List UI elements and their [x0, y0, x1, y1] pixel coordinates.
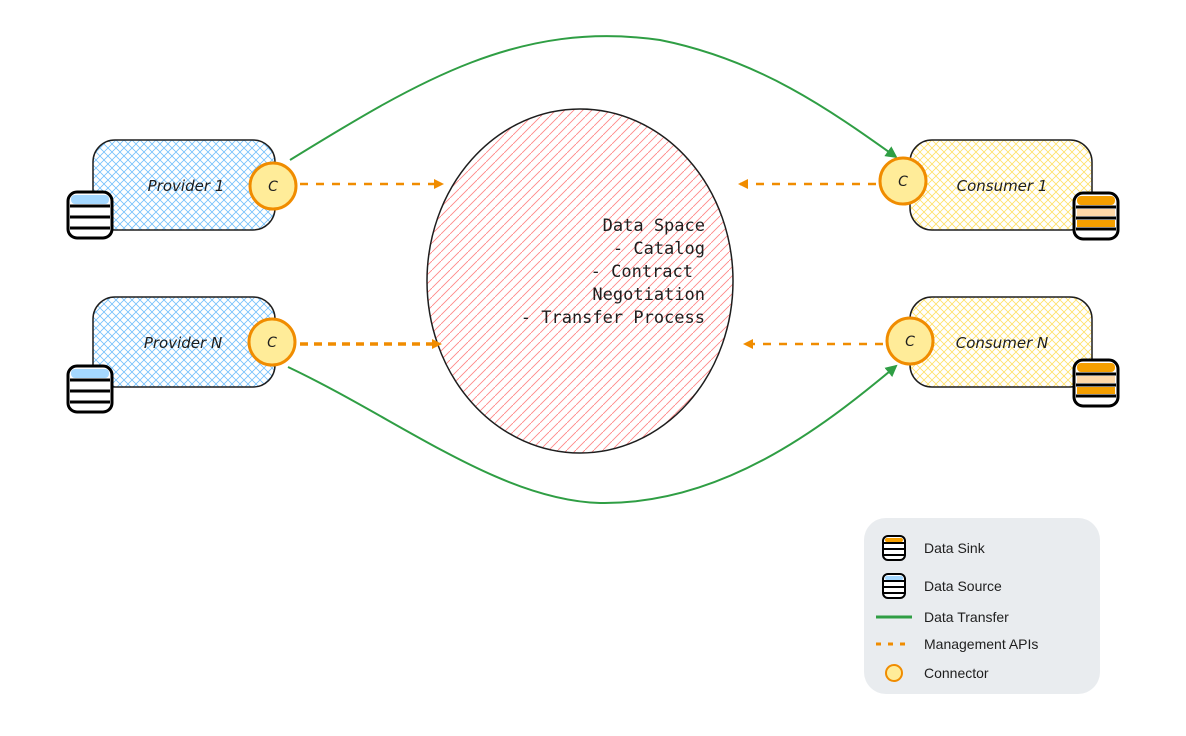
svg-text:C: C	[905, 334, 915, 350]
data-space: Data Space - Catalog - Contract Negotiat…	[426, 108, 734, 454]
data-space-line-5: - Transfer Process	[521, 308, 705, 328]
connector-icon	[885, 664, 903, 682]
provider-1-box: Provider 1	[92, 139, 276, 231]
data-space-line-1: Data Space	[603, 216, 705, 236]
consumer-1-box: Consumer 1	[909, 139, 1093, 231]
provider-1-label: Provider 1	[148, 177, 225, 195]
connector-consumer-1: C	[878, 156, 928, 206]
legend-label-data-sink: Data Sink	[924, 540, 985, 556]
legend-label-management-apis: Management APIs	[924, 636, 1039, 652]
data-sink-icon-consumer-1	[1072, 191, 1120, 241]
consumer-n-box: Consumer N	[909, 296, 1093, 388]
connector-provider-1: C	[248, 161, 298, 211]
svg-text:C: C	[268, 179, 278, 195]
svg-text:C: C	[898, 174, 908, 190]
management-apis-line-icon	[876, 642, 912, 646]
data-source-icon	[882, 573, 906, 599]
legend-label-data-source: Data Source	[924, 578, 1002, 594]
connector-consumer-n: C	[885, 316, 935, 366]
data-space-line-3: - Contract	[591, 262, 693, 282]
data-source-icon-provider-1	[66, 190, 114, 240]
svg-text:C: C	[267, 335, 277, 351]
data-sink-icon	[882, 535, 906, 561]
data-transfer-curve-top	[289, 35, 898, 161]
connector-provider-n: C	[247, 317, 297, 367]
consumer-1-label: Consumer 1	[957, 177, 1048, 195]
data-transfer-line-icon	[876, 615, 912, 619]
data-transfer-curve-bottom	[287, 364, 898, 505]
legend-row-data-source: Data Source	[864, 573, 1002, 599]
legend-label-connector: Connector	[924, 665, 989, 681]
provider-n-label: Provider N	[144, 334, 222, 352]
consumer-n-label: Consumer N	[956, 334, 1048, 352]
legend-row-data-transfer: Data Transfer	[864, 605, 1009, 629]
data-space-line-2: - Catalog	[613, 239, 705, 259]
legend-label-data-transfer: Data Transfer	[924, 609, 1009, 625]
provider-n-box: Provider N	[92, 296, 276, 388]
data-space-line-4: Negotiation	[592, 285, 705, 305]
data-source-icon-provider-n	[66, 364, 114, 414]
legend-row-management-apis: Management APIs	[864, 632, 1038, 656]
legend-row-data-sink: Data Sink	[864, 535, 985, 561]
data-sink-icon-consumer-n	[1072, 358, 1120, 408]
legend: Data Sink Data Source Data Transfer	[864, 518, 1100, 694]
legend-row-connector: Connector	[864, 661, 989, 685]
